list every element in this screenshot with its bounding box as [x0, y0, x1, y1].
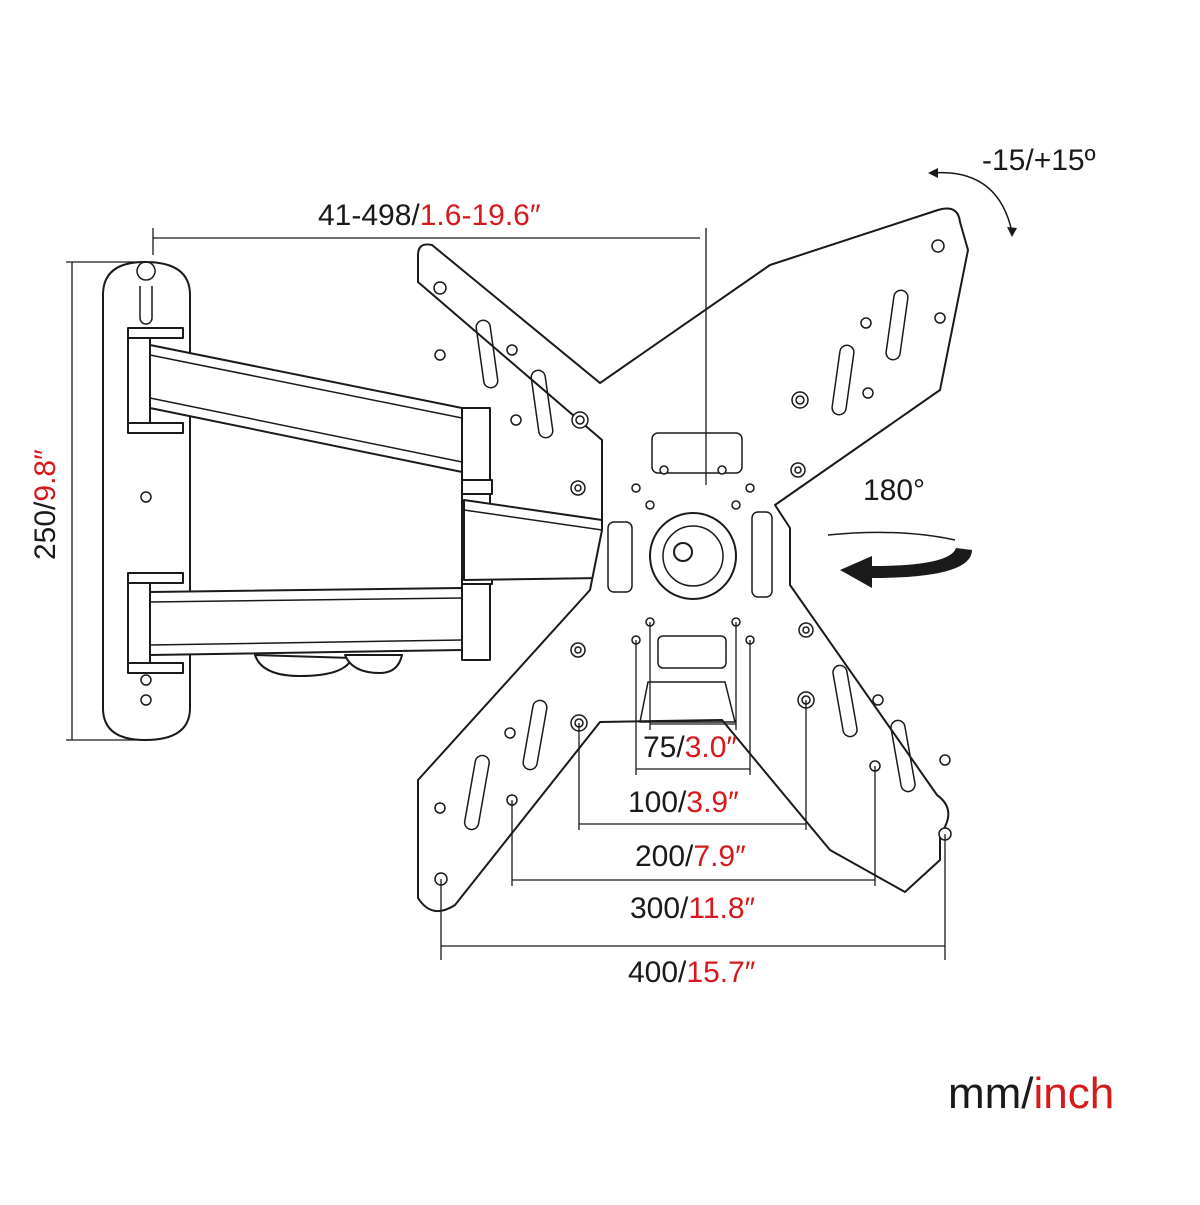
mounting-hole	[506, 344, 518, 356]
swivel-label: 180°	[863, 474, 925, 507]
dimension-lines	[66, 228, 946, 960]
mounting-hole	[510, 414, 522, 426]
vesa-200-label: 200/7.9″	[635, 840, 746, 873]
mounting-hole	[745, 483, 755, 493]
wall-hole	[140, 694, 152, 706]
cable-clip	[254, 654, 353, 677]
mounting-hole-inner	[575, 415, 585, 425]
tilt-arrow-icon	[928, 168, 1017, 237]
lower-arm	[127, 572, 463, 677]
arm-joint	[461, 407, 603, 661]
mounting-hole	[717, 465, 727, 475]
height-label: 250/9.8″	[29, 449, 62, 560]
mounting-hole	[504, 727, 516, 739]
mounting-hole	[862, 387, 874, 399]
mounting-hole	[645, 500, 655, 510]
vesa-plate	[417, 207, 969, 913]
mounting-hole	[433, 281, 447, 295]
vesa-400-label: 400/15.7″	[628, 956, 756, 989]
mounting-hole	[631, 483, 641, 493]
swivel-arrow-icon	[827, 531, 972, 588]
vesa-300-label: 300/11.8″	[630, 892, 756, 925]
mounting-hole	[659, 465, 669, 475]
cable-clip	[344, 654, 403, 674]
tilt-label: -15/+15º	[982, 144, 1096, 177]
vesa-100-label: 100/3.9″	[628, 786, 739, 819]
mounting-hole-inner	[574, 484, 582, 492]
mounting-hole-inner	[574, 646, 582, 654]
mounting-hole	[934, 312, 946, 324]
keyhole-slot	[136, 261, 156, 325]
units-legend: mm/inch	[948, 1069, 1114, 1118]
wall-hole	[140, 491, 152, 503]
wall-hole	[140, 674, 152, 686]
mounting-hole	[434, 802, 446, 814]
mounting-hole	[731, 500, 741, 510]
mounting-hole	[434, 349, 446, 361]
mounting-hole-inner	[794, 466, 802, 474]
mounting-hole	[939, 754, 951, 766]
mounting-hole-inner	[795, 395, 805, 405]
vesa-75-label: 75/3.0″	[643, 731, 737, 764]
mounting-hole	[872, 694, 884, 706]
mounting-hole-inner	[802, 626, 810, 634]
mounting-hole	[931, 239, 945, 253]
extension-label: 41-498/1.6-19.6″	[318, 199, 541, 232]
mounting-hole	[860, 317, 872, 329]
